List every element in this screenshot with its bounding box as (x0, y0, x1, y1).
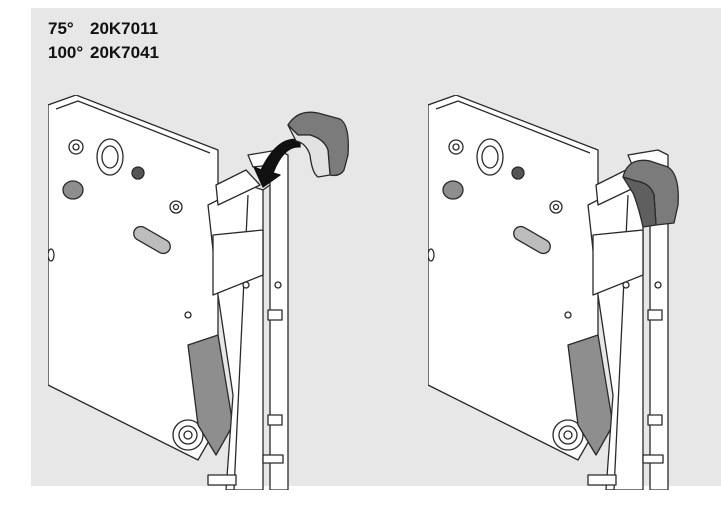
article-codes: 75° 20K7011 100° 20K7041 (48, 17, 159, 65)
variant-row-75: 75° 20K7011 (48, 17, 159, 41)
article-number: 20K7011 (90, 19, 159, 38)
curved-arrow-icon (253, 138, 301, 188)
cover-cap-icon (622, 159, 679, 228)
shaded-lever (567, 334, 614, 456)
angle-label: 75° (48, 19, 74, 38)
cover-cap-icon (287, 111, 349, 178)
angle-label: 100° (48, 43, 84, 62)
illustration-before (48, 95, 368, 490)
variant-row-100: 100° 20K7041 (48, 41, 159, 65)
illustration-after (428, 95, 718, 490)
article-number: 20K7041 (90, 43, 160, 62)
shaded-lever (187, 334, 234, 456)
